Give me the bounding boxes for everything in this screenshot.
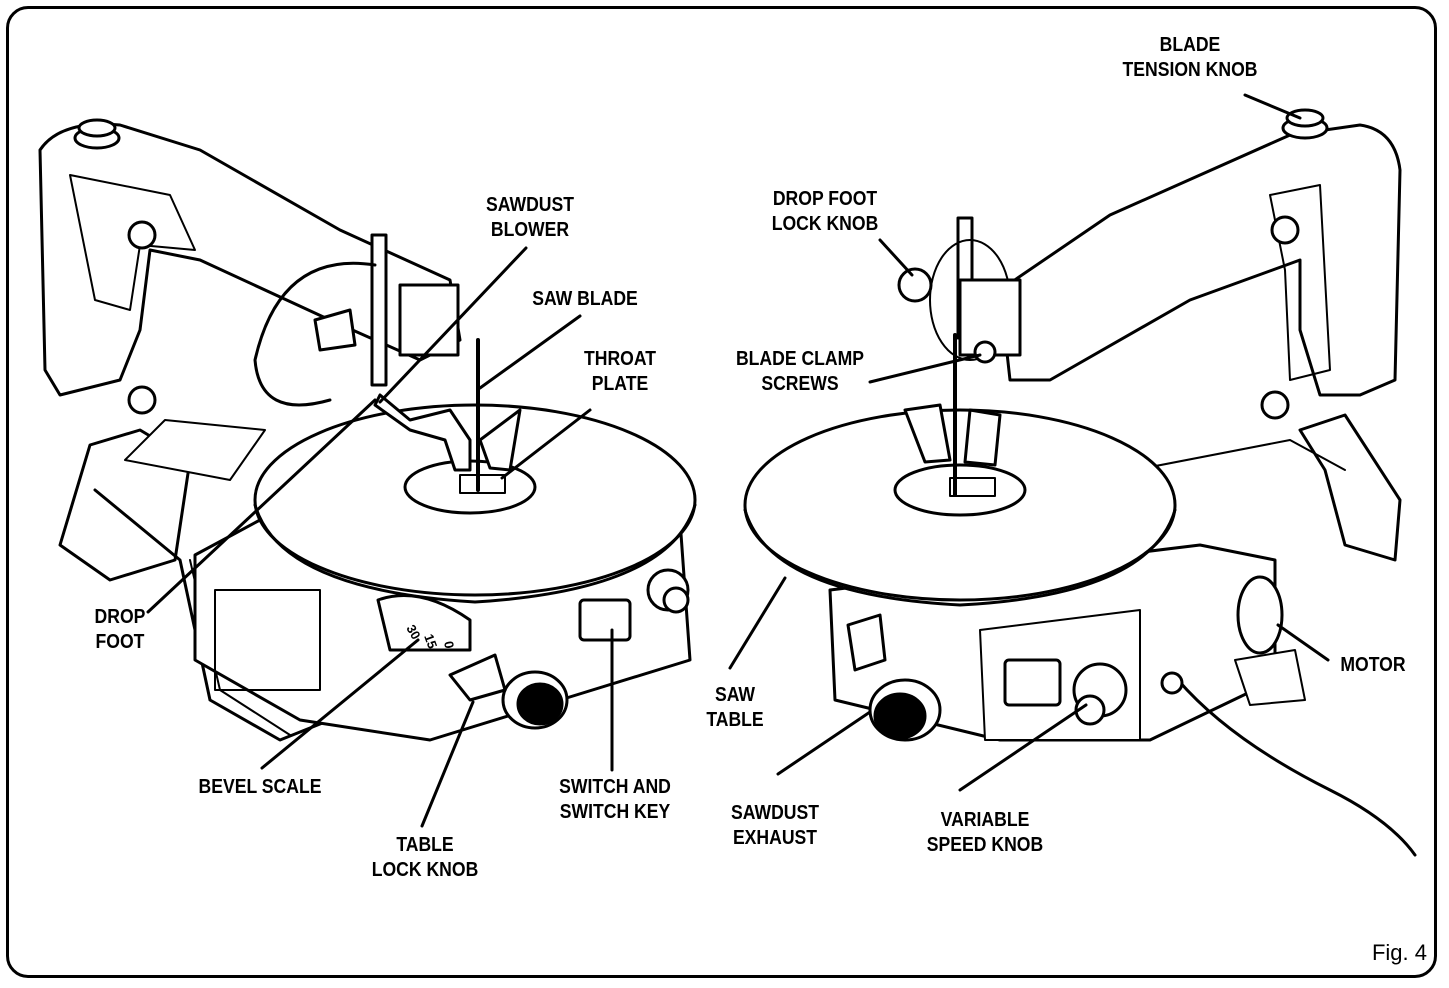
bevel-tick-15: 15 — [421, 632, 440, 651]
bevel-scale-ticks: 30 15 0 — [403, 622, 457, 651]
leader-saw-table — [728, 576, 787, 670]
right-drop-foot-lock-knob — [897, 267, 933, 303]
leader-saw-blade — [478, 314, 582, 390]
label-drop-foot-lock-knob: DROP FOOT LOCK KNOB — [771, 188, 879, 235]
right-blade-clamp-screw — [973, 340, 997, 364]
leader-sawdust-blower — [378, 246, 528, 404]
leader-drop-foot-lock-knob — [878, 238, 914, 277]
leader-table-lock-knob — [420, 700, 475, 828]
label-saw-blade: SAW BLADE — [532, 288, 638, 310]
label-bevel-scale: BEVEL SCALE — [198, 776, 322, 798]
left-blower-post — [370, 233, 388, 387]
bevel-tick-30: 30 — [403, 622, 423, 642]
label-sawdust-exhaust: SAWDUST EXHAUST — [731, 802, 819, 849]
left-switch — [578, 598, 632, 642]
label-motor: MOTOR — [1340, 654, 1406, 676]
label-table-lock-knob: TABLE LOCK KNOB — [371, 834, 479, 881]
right-arm-bolt — [1270, 215, 1300, 245]
leader-variable-speed-knob — [958, 703, 1088, 792]
right-switch — [1003, 658, 1062, 707]
left-drop-foot — [373, 393, 472, 472]
figure-border — [6, 6, 1437, 978]
label-drop-foot: DROP FOOT — [94, 606, 146, 653]
leader-motor — [1276, 623, 1330, 662]
left-bevel-scale — [376, 594, 472, 652]
figure-caption: Fig. 4 — [1371, 940, 1427, 965]
right-power-cord — [1176, 678, 1417, 857]
right-drop-foot — [903, 403, 952, 464]
label-saw-table: SAW TABLE — [706, 684, 764, 731]
label-variable-speed-knob: VARIABLE SPEED KNOB — [926, 809, 1044, 856]
leader-sawdust-exhaust — [776, 710, 872, 776]
label-throat-plate: THROAT PLATE — [583, 348, 657, 395]
left-upper-arm — [38, 122, 462, 397]
left-lock-knob — [313, 308, 357, 352]
left-scroll-saw — [38, 118, 697, 742]
right-motor — [1236, 575, 1284, 655]
leader-lines — [146, 93, 1330, 828]
right-scroll-saw — [743, 108, 1417, 857]
label-blade-clamp-screws: BLADE CLAMP SCREWS — [735, 348, 865, 395]
leader-drop-foot — [146, 398, 377, 614]
right-upper-arm — [998, 123, 1402, 397]
label-blade-tension-knob: BLADE TENSION KNOB — [1122, 34, 1258, 81]
right-base-leg — [1298, 413, 1402, 562]
right-throat-plate — [893, 463, 1027, 517]
bevel-tick-0: 0 — [441, 640, 457, 650]
leader-bevel-scale — [260, 638, 420, 770]
leader-throat-plate — [500, 408, 592, 480]
left-blower-tube — [253, 261, 377, 407]
left-arm-bolt — [127, 220, 157, 250]
leader-blade-clamp-screws — [868, 353, 982, 384]
leader-blade-tension-knob — [1243, 93, 1302, 120]
label-sawdust-blower: SAWDUST BLOWER — [486, 194, 574, 241]
label-switch-and-switch-key: SWITCH AND SWITCH KEY — [559, 776, 671, 823]
